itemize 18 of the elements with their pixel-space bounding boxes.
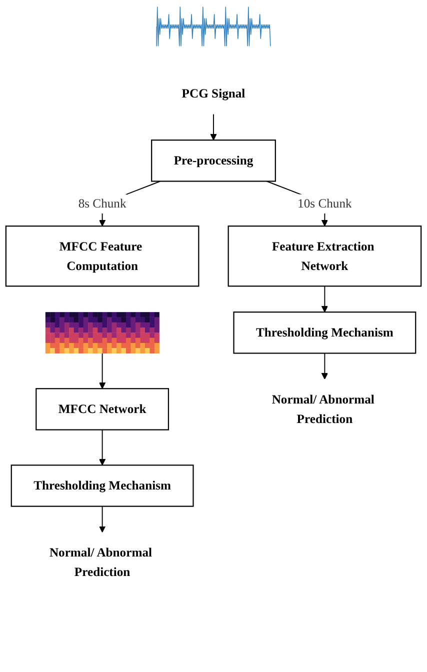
arrow — [99, 506, 106, 533]
arrow — [210, 114, 217, 140]
node-box — [10, 464, 194, 507]
node-text: PCG Signal — [182, 86, 246, 100]
flowchart: 8s Chunk 10s Chunk PCG Signal Pre-processing MFCC Feature Computation MFCC Network Thresholding Mechanism Normal/ Abnormal Prediction Feature Extraction Network Thresholding Mechanism Normal/ Abnormal Prediction — [0, 0, 427, 598]
arrow — [321, 352, 328, 380]
node-box — [233, 312, 416, 354]
node-box — [228, 226, 422, 287]
node-box — [151, 140, 276, 182]
edge-label: 8s Chunk — [78, 196, 126, 211]
arrow — [99, 352, 106, 389]
node-box — [36, 388, 170, 430]
node-box — [5, 226, 200, 287]
node-text: Normal/ Abnormal Prediction — [49, 546, 152, 579]
arrow — [321, 286, 328, 312]
node-text: Normal/ Abnormal Prediction — [272, 392, 374, 426]
edge-label: 10s Chunk — [298, 196, 352, 211]
arrow — [99, 429, 106, 466]
